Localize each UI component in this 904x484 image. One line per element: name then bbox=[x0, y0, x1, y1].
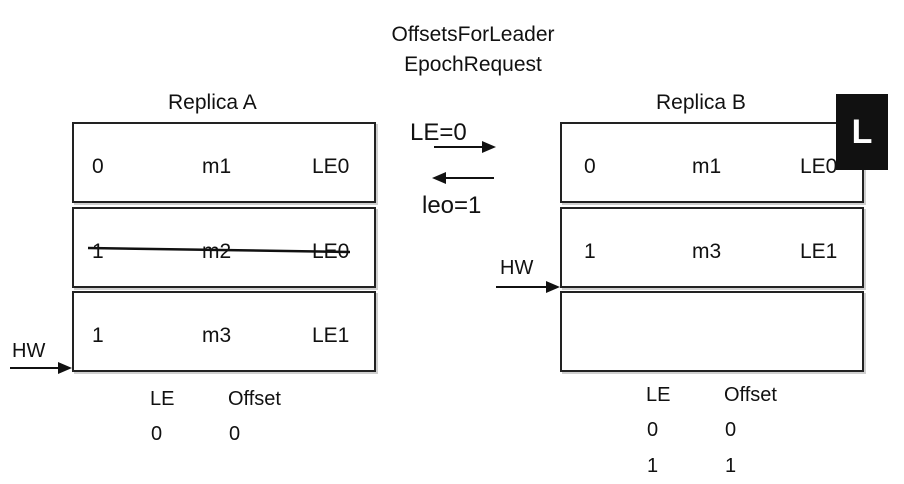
replica-b-row-1: 1 m3 LE1 bbox=[560, 207, 864, 288]
replica-b-row-1-message: m3 bbox=[692, 240, 722, 263]
replica-b-table-le-0: 0 bbox=[647, 419, 659, 441]
leader-badge: L bbox=[836, 94, 888, 170]
replica-a-row-2-message: m3 bbox=[202, 324, 232, 347]
replica-a-row-2-offset: 1 bbox=[92, 324, 104, 347]
replica-a-row-2: 1 m3 LE1 bbox=[72, 291, 376, 372]
replica-b-hw-label: HW bbox=[500, 257, 534, 279]
response-arrow bbox=[432, 172, 494, 184]
replica-a-hw-arrow bbox=[10, 362, 72, 374]
replica-a-row-0-message: m1 bbox=[202, 155, 232, 178]
request-title-line1: OffsetsForLeader bbox=[391, 23, 555, 46]
replica-b-table-le-1: 1 bbox=[647, 455, 659, 477]
request-title-line2: EpochRequest bbox=[404, 53, 542, 76]
replica-a-row-1-offset: 1 bbox=[92, 240, 104, 263]
replica-a-table-header-le: LE bbox=[150, 388, 175, 410]
request-message-label: LE=0 bbox=[410, 119, 467, 146]
replica-b-table-offset-0: 0 bbox=[725, 419, 737, 441]
replica-b-table-offset-1: 1 bbox=[725, 455, 737, 477]
replica-b-row-0-offset: 0 bbox=[584, 155, 596, 178]
replica-b-row-0-message: m1 bbox=[692, 155, 722, 178]
replica-a-row-1-message: m2 bbox=[202, 240, 232, 263]
replica-b-table-header-offset: Offset bbox=[724, 384, 777, 406]
replica-a-row-0: 0 m1 LE0 bbox=[72, 122, 376, 203]
request-arrow bbox=[434, 141, 496, 153]
replica-a-row-0-epoch: LE0 bbox=[312, 155, 350, 178]
strike-through-line bbox=[87, 246, 351, 254]
replica-a-table-le-0: 0 bbox=[151, 423, 163, 445]
replica-b-row-1-offset: 1 bbox=[584, 240, 596, 263]
replica-a-hw-label: HW bbox=[12, 340, 46, 362]
response-message-label: leo=1 bbox=[422, 192, 482, 219]
replica-b-table-header-le: LE bbox=[646, 384, 671, 406]
replica-b-row-0: 0 m1 LE0 bbox=[560, 122, 864, 203]
replica-a-table-offset-0: 0 bbox=[229, 423, 241, 445]
replica-a-title: Replica A bbox=[168, 91, 257, 114]
replica-a-row-2-epoch: LE1 bbox=[312, 324, 350, 347]
replica-b-row-0-epoch: LE0 bbox=[800, 155, 838, 178]
replica-b-row-2 bbox=[560, 291, 864, 372]
replica-b-row-1-epoch: LE1 bbox=[800, 240, 838, 263]
replica-b-title: Replica B bbox=[656, 91, 746, 114]
replica-b-hw-arrow bbox=[496, 281, 560, 293]
replica-a-table-header-offset: Offset bbox=[228, 388, 281, 410]
replica-a-row-0-offset: 0 bbox=[92, 155, 104, 178]
